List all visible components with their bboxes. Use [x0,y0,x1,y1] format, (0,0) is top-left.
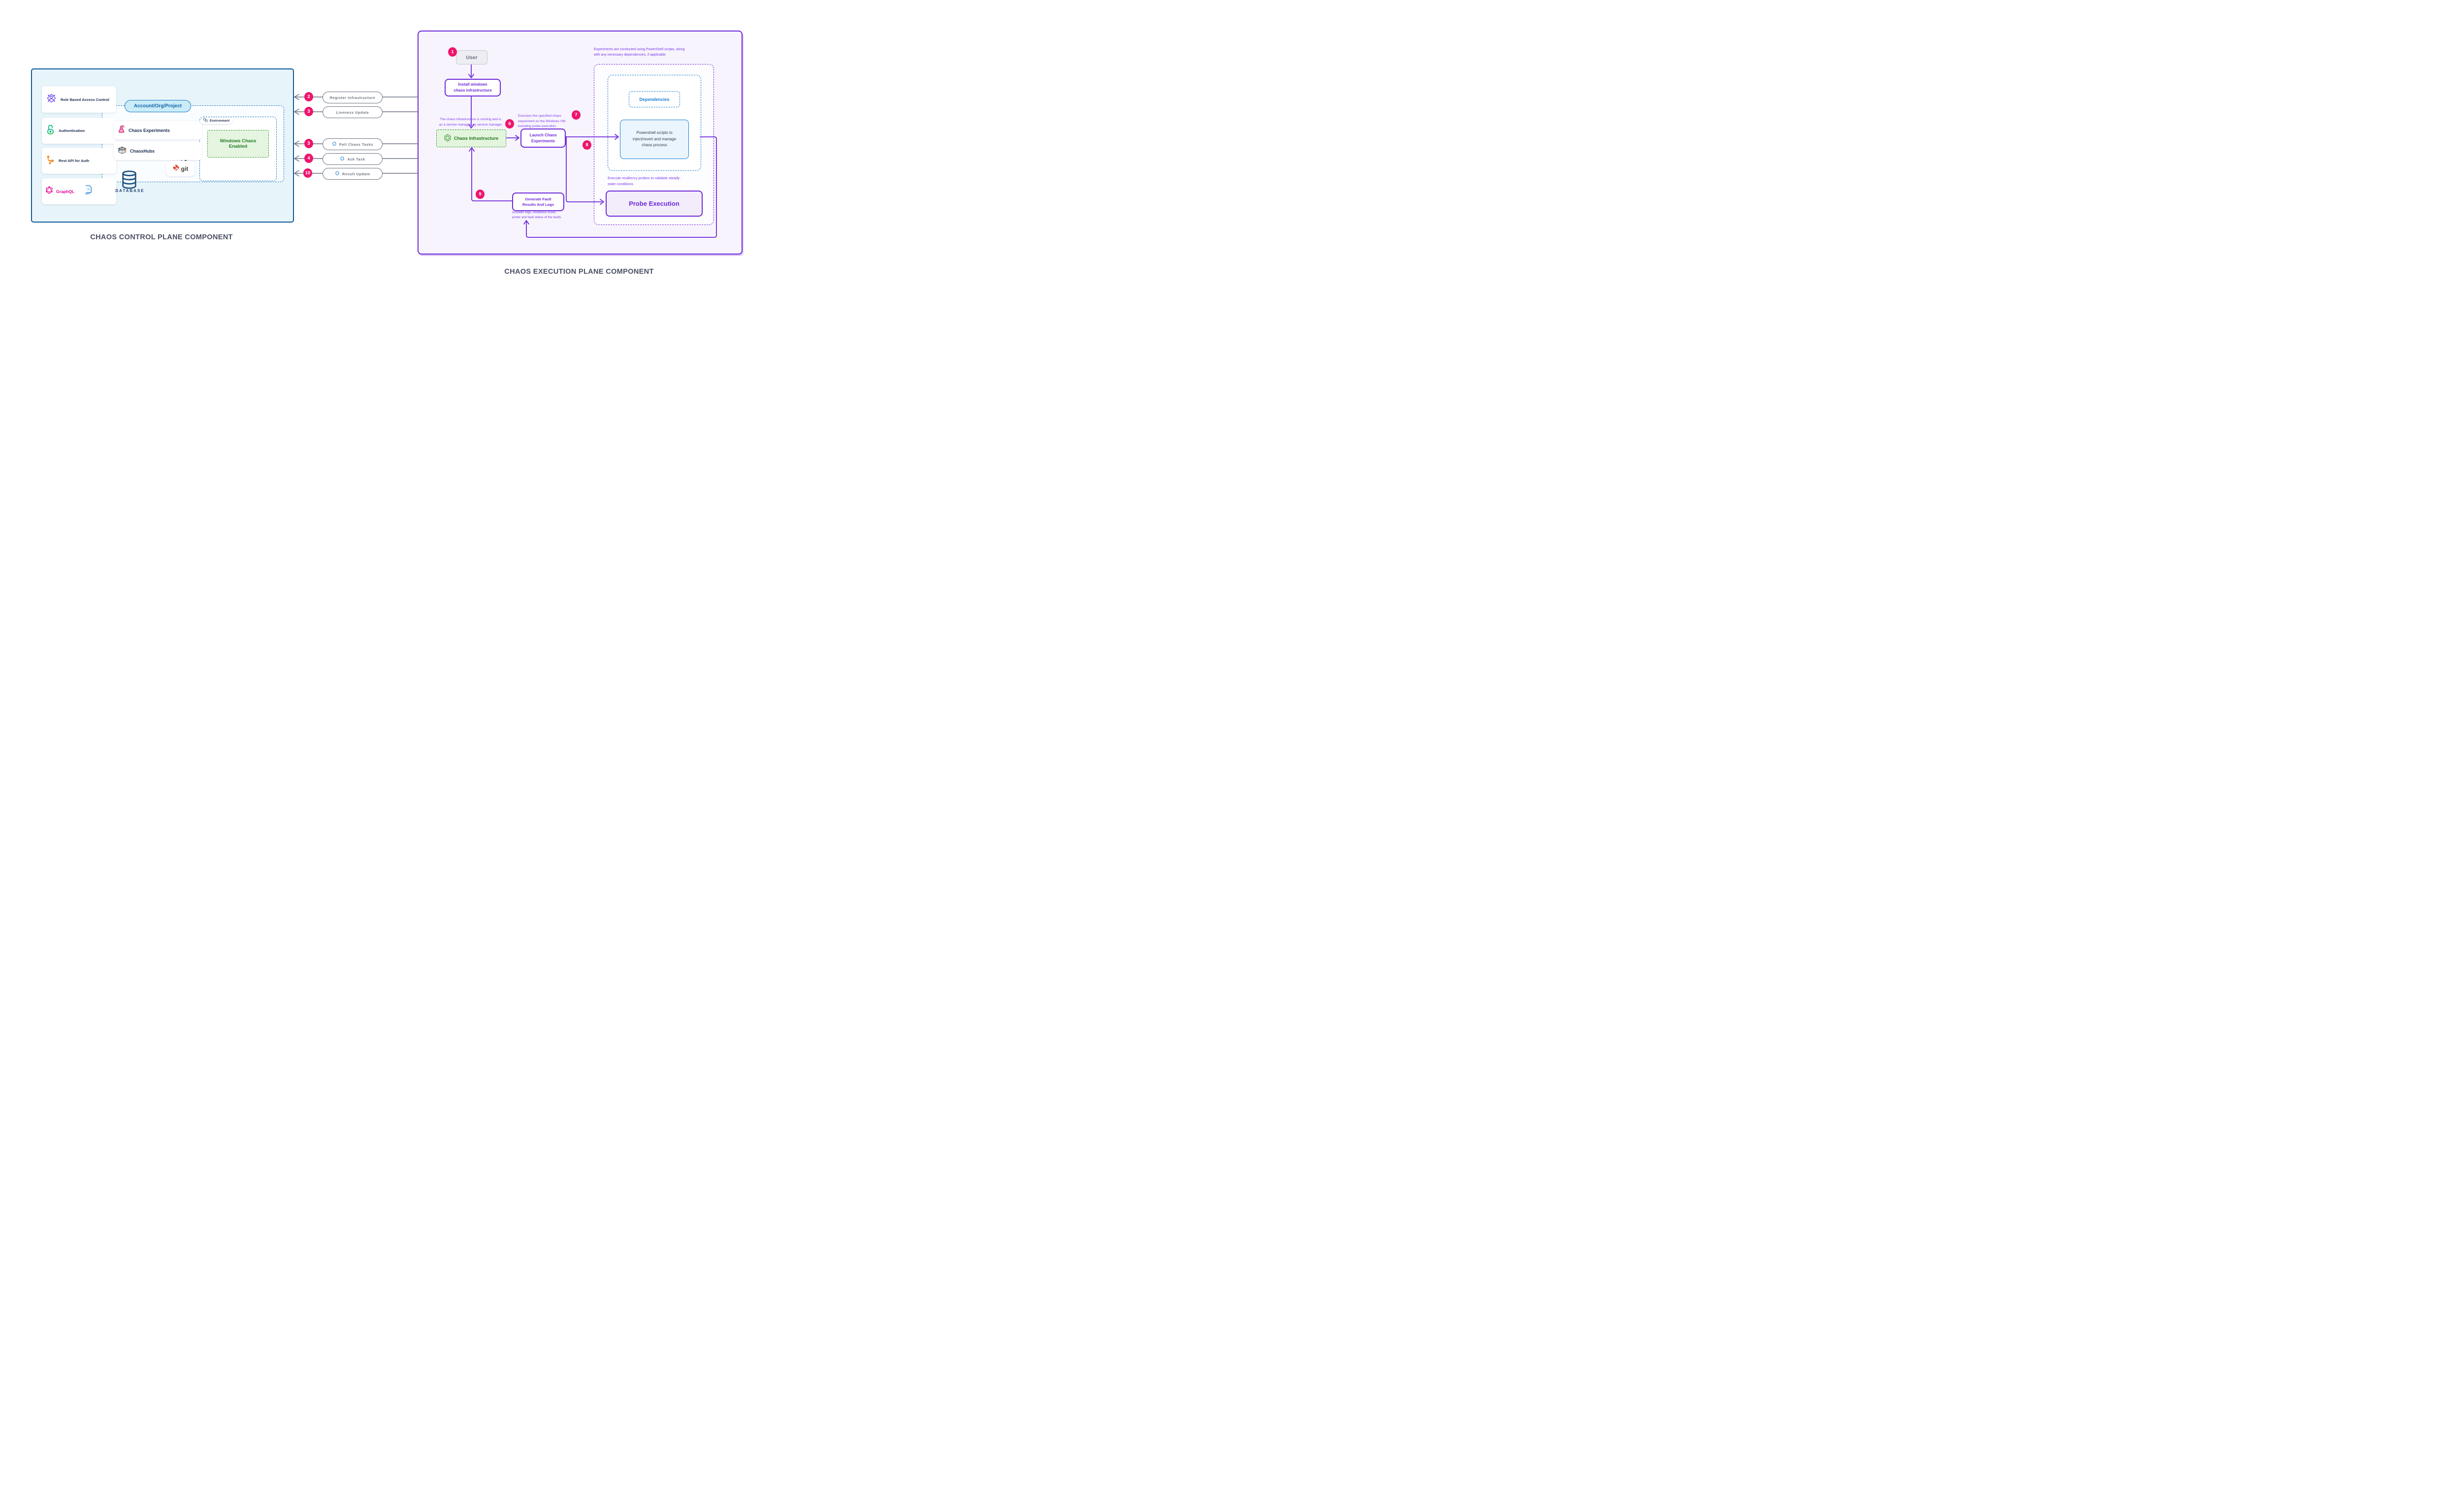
database-label: DATABASE [115,189,145,193]
windows-chaos-enabled-box: Windows Chaos Enabled [207,130,269,158]
flow-label-ack: Ack Task [347,157,365,161]
git-card: git [166,161,194,176]
executes-note: Executes the specified chaos experiment … [518,114,566,129]
control-plane-title: CHAOS CONTROL PLANE COMPONENT [90,233,233,241]
arrow-left-ack [294,155,299,162]
flow-label-register: Register Infrastructure [329,95,376,100]
flow-label-liveness: Liveness Update [336,110,369,115]
environment-pill: Environment [200,117,232,124]
sync-icon [332,140,337,149]
flow-label-result: Result Update [342,171,370,176]
flask-icon [118,125,125,136]
dependencies-box: Dependencies [629,91,680,107]
graphql-icon [46,186,53,196]
rest-api-label: Rest API for Auth [59,159,90,163]
user-box: User [456,50,487,64]
step-badge-10: 10 [303,168,312,178]
arrow-left-result [294,170,299,177]
hexagon-icon [444,134,451,143]
account-org-project-label: Account/Org/Project [133,103,182,109]
step-badge-3b: 3 [304,139,313,148]
step-badge-1: 1 [448,47,457,57]
graphql-label: GraphQL [56,189,75,194]
chaos-experiments-card: Chaos Experiments [114,121,202,139]
chaos-infrastructure-label: Chaos Infrastructure [454,136,499,141]
flow-pill-ack: Ack Task [323,153,383,165]
step-badge-7: 7 [572,110,581,120]
step-badge-2: 2 [304,92,313,101]
probe-note: Execute resiliency probes to validate st… [608,176,681,186]
flow-pill-liveness: Liveness Update [323,106,383,118]
arrow-left-poll [294,140,299,147]
hexagons-icon [203,118,208,124]
chaoshubs-label: ChaosHubs [130,148,155,154]
rbac-label: Role Based Access Control [61,97,109,102]
arrow-left-liveness [294,108,299,115]
rest-api-card: Rest API for Auth [42,148,116,174]
git-label: git [181,165,189,172]
chaoshubs-card: ChaosHubs [114,142,202,160]
chaos-experiments-label: Chaos Experiments [129,128,170,133]
arrow-left-register [294,94,299,100]
install-infra-box: Install windows chaos infrastructure [445,79,501,97]
chaos-infrastructure-box: Chaos Infrastructure [436,129,506,147]
api-doc-icon: API [85,185,92,197]
probe-execution-box: Probe Execution [606,191,703,217]
diagram-canvas: Role Based Access Control Authentication… [0,0,759,302]
includes-note: Includes logs, resilience score, probe a… [512,211,562,220]
launch-chaos-box: Launch Chaos Experiments [520,129,566,148]
sync-icon [340,155,345,163]
step-badge-9: 9 [476,190,485,199]
running-note: The chaos infrastructure is running and … [439,118,502,127]
powershell-scripts-box: Powershell scripts to inject/revert and … [620,120,689,159]
step-badge-3a: 3 [304,107,313,116]
api-branch-icon [46,155,55,167]
database-icon [121,170,137,192]
step-badge-8: 8 [583,140,591,150]
authentication-label: Authentication [59,129,85,133]
step-badge-6: 6 [505,119,514,129]
execution-plane-title: CHAOS EXECUTION PLANE COMPONENT [504,268,654,276]
git-icon [172,164,180,174]
svg-text:API: API [86,193,91,195]
sync-icon [335,169,340,178]
open-lock-icon [46,124,55,138]
step-badge-4: 4 [304,154,313,163]
flow-pill-result: Result Update [323,168,383,180]
flow-pill-register: Register Infrastructure [323,92,383,103]
powershell-note: Experiments are conducted using PowerShe… [594,48,685,57]
account-org-project-pill: Account/Org/Project [125,100,191,112]
rbac-icon [46,93,57,106]
chaoshubs-icon [118,146,127,157]
rbac-card: Role Based Access Control [42,86,116,113]
flow-pill-poll: Poll Chaos Tasks [323,138,383,150]
flow-label-poll: Poll Chaos Tasks [339,142,374,147]
generate-fault-box: Generate Fault Results And Logs [512,193,564,211]
environment-label: Environment [209,119,230,123]
graphql-card: GraphQL API [42,178,116,204]
authentication-card: Authentication [42,118,116,144]
